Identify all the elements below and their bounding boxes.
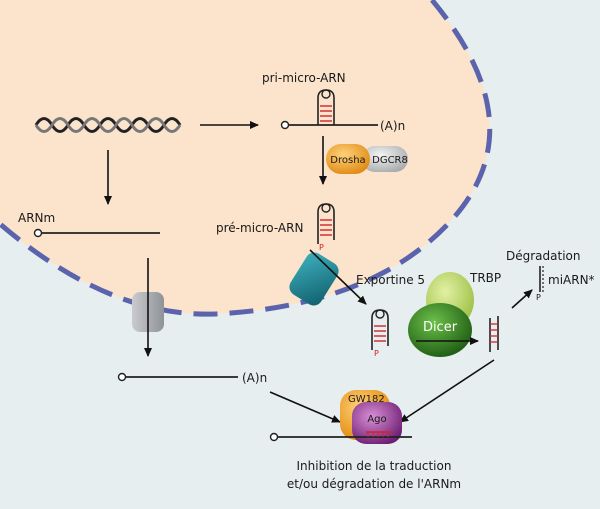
mrna-cap	[33, 228, 43, 238]
arrow-passenger-degradation	[511, 289, 533, 309]
pre-mirna-phosphate: P	[319, 243, 324, 252]
arrow-nuclear-export	[309, 249, 367, 305]
trbp-label: TRBP	[469, 271, 501, 285]
exported-phosphate: P	[374, 349, 379, 358]
dicer-label: Dicer	[423, 320, 458, 335]
dna-helix	[34, 117, 182, 133]
mirna-star-label: miARN*	[548, 273, 595, 287]
pri-mirna-transcript	[280, 89, 378, 130]
cytoplasmic-pre-mirna	[371, 309, 389, 350]
drosha-label: Drosha	[330, 155, 365, 166]
target-mrna-cap	[269, 432, 279, 442]
nuclear-envelope	[0, 0, 493, 317]
arrow-mirna-to-risc	[399, 359, 495, 423]
mirna-star-phosphate: P	[536, 293, 541, 302]
dgcr8-label: DGCR8	[372, 155, 408, 166]
outcome-line-2: et/ou dégradation de l'ARNm	[287, 477, 461, 491]
exportin-5-label: Exportine 5	[356, 273, 425, 287]
pre-mirna-label: pré-micro-ARN	[216, 221, 303, 235]
mirna-duplex	[489, 316, 499, 352]
drosha-protein	[326, 144, 370, 174]
arrow-mrna-to-risc	[269, 391, 341, 423]
bound-mirna	[366, 431, 392, 437]
mrna-label: ARNm	[18, 211, 55, 225]
cytoplasmic-polya-label: (A)n	[242, 371, 267, 385]
degradation-label: Dégradation	[506, 249, 580, 263]
mirna-star-strand	[539, 266, 544, 292]
pri-polya-label: (A)n	[380, 119, 405, 133]
cytoplasmic-mrna-cap	[117, 372, 127, 382]
pre-mirna-hairpin	[317, 203, 335, 244]
ago-protein	[352, 402, 402, 444]
dgcr8-protein	[362, 146, 408, 172]
ago-label: Ago	[367, 414, 386, 425]
gw182-label: GW182	[348, 394, 385, 405]
outcome-line-1: Inhibition de la traduction	[297, 459, 452, 473]
nucleus	[0, 0, 490, 315]
pri-mirna-label: pri-micro-ARN	[262, 71, 346, 85]
dicer-protein	[408, 303, 472, 357]
